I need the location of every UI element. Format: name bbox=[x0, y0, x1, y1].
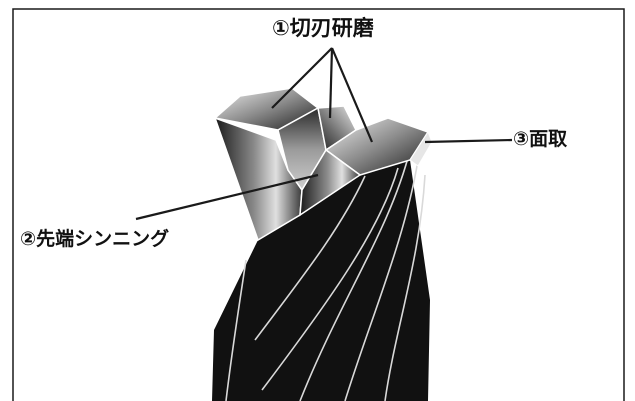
leader-chamfer bbox=[424, 138, 513, 144]
leader-lines bbox=[135, 47, 513, 221]
leader-grinding-right bbox=[330, 47, 374, 143]
leader-grinding-mid bbox=[328, 47, 334, 119]
label-cutting-edge-grinding: ①切刃研磨 bbox=[272, 16, 374, 40]
flute-lines bbox=[225, 149, 426, 401]
label-tip-thinning: ②先端シンニング bbox=[20, 228, 170, 250]
frame-border bbox=[12, 8, 625, 401]
leader-grinding-left bbox=[271, 47, 333, 109]
drill-body bbox=[212, 160, 430, 401]
leader-thinning bbox=[135, 173, 319, 221]
drill-tip bbox=[213, 87, 433, 242]
label-chamfer: ③面取 bbox=[513, 128, 568, 150]
